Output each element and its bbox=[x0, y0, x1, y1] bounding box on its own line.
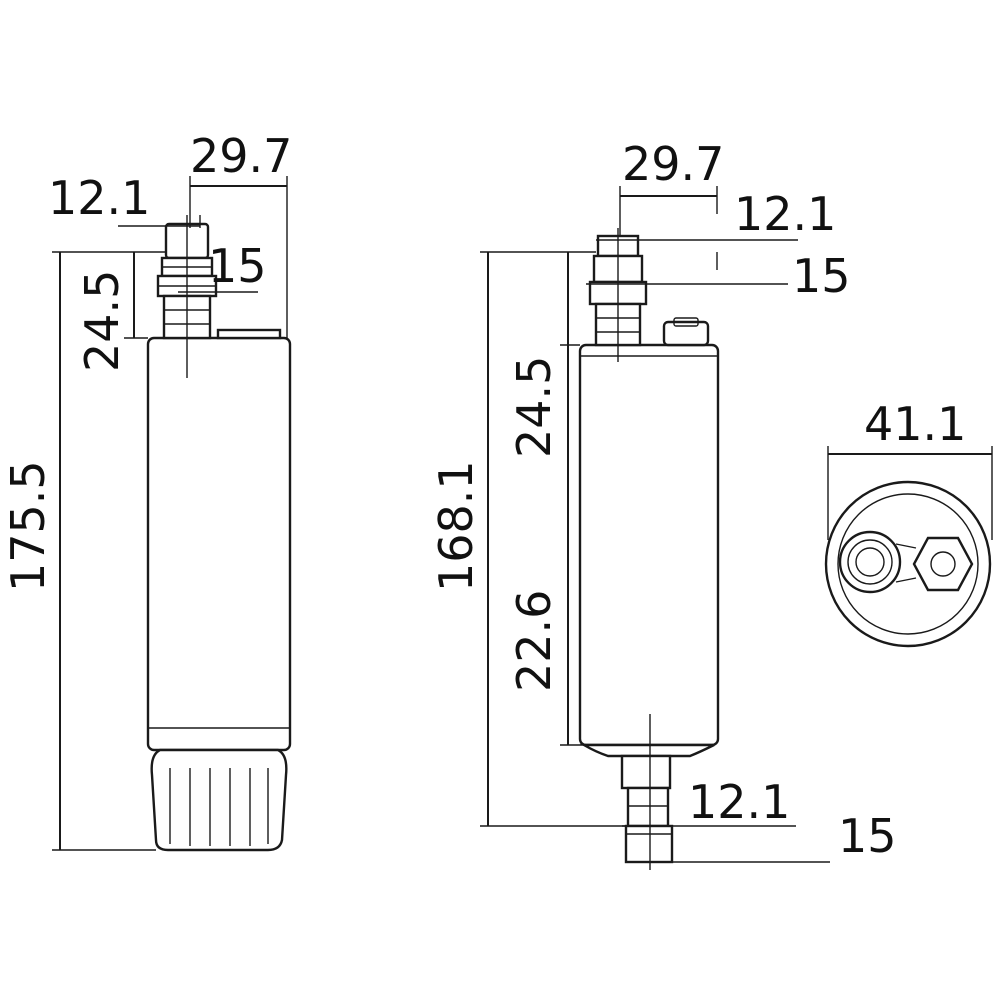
end-view-inner-circle bbox=[837, 493, 979, 635]
left-overall-height-label: 175.5 bbox=[1, 460, 55, 592]
end-view-port-outer bbox=[838, 530, 902, 594]
left-top-cap bbox=[216, 328, 282, 340]
end-view: 41.1 bbox=[824, 397, 993, 648]
middle-top-nut bbox=[662, 320, 710, 347]
middle-top-width-label: 29.7 bbox=[622, 137, 724, 191]
middle-top-fitting-b-label: 15 bbox=[792, 249, 851, 303]
left-top-width-label: 29.7 bbox=[190, 129, 292, 183]
middle-overall-height-label: 168.1 bbox=[429, 460, 483, 592]
left-fitting-height-label: 24.5 bbox=[75, 270, 129, 372]
middle-bottom-fitting bbox=[620, 754, 674, 864]
middle-pump-body bbox=[578, 343, 720, 747]
left-strainer-base bbox=[150, 748, 288, 852]
middle-top-fitting-a-label: 12.1 bbox=[734, 187, 836, 241]
middle-upper-height-label: 24.5 bbox=[507, 356, 561, 458]
middle-bottom-fitting-a-label: 12.1 bbox=[688, 775, 790, 829]
left-fitting-a-label: 12.1 bbox=[48, 171, 150, 225]
middle-bottom-fitting-b-label: 15 bbox=[838, 809, 897, 863]
middle-lower-height-label: 22.6 bbox=[507, 590, 561, 692]
left-fitting-b-label: 15 bbox=[208, 239, 267, 293]
left-pump-view: 29.7 12.1 15 24.5 175.5 bbox=[1, 129, 292, 852]
left-pump-body bbox=[146, 336, 292, 752]
end-view-hex-nut bbox=[912, 536, 974, 592]
end-view-diameter-label: 41.1 bbox=[864, 397, 966, 451]
middle-pump-view: 29.7 12.1 15 24.5 22.6 168.1 12.1 15 bbox=[429, 137, 897, 870]
end-view-outer-circle bbox=[824, 480, 992, 648]
